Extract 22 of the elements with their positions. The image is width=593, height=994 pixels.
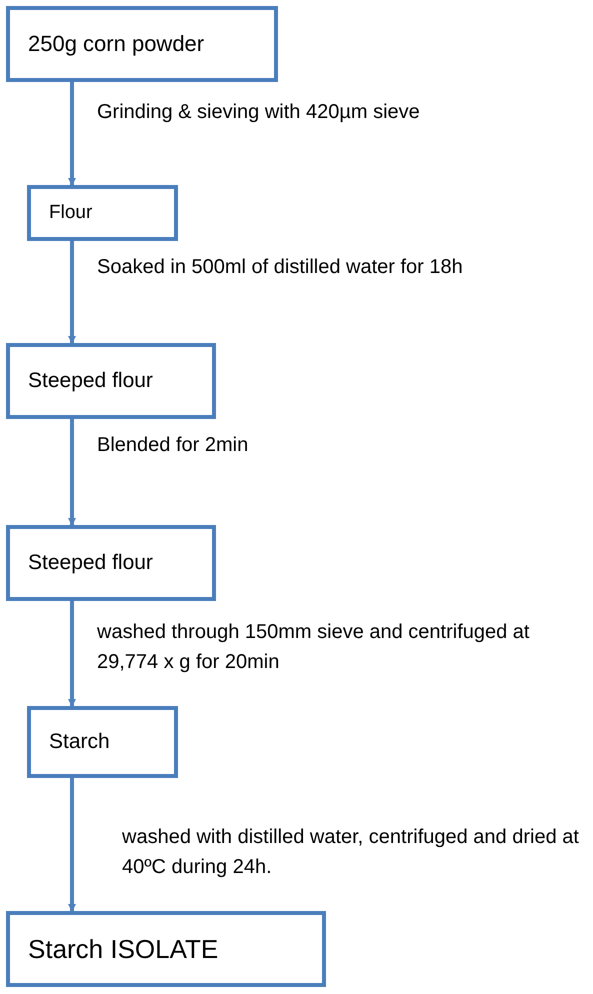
process-box bbox=[6, 343, 216, 419]
process-box bbox=[6, 6, 278, 82]
edge-label: Grinding & sieving with 420µm sieve bbox=[97, 100, 421, 125]
edge-label: Soaked in 500ml of distilled water for 18h bbox=[97, 255, 464, 280]
edge-label: washed through 150mm sieve and centrifuged at 29,774 x g for 20min bbox=[97, 620, 530, 675]
edge-label: washed with distilled water, centrifuged and dried at 40ºC during 24h. bbox=[122, 825, 580, 880]
process-box bbox=[6, 525, 216, 601]
box-label: Starch bbox=[49, 730, 110, 754]
arrow bbox=[68, 601, 76, 707]
process-box bbox=[6, 911, 326, 987]
box-label: Flour bbox=[49, 202, 92, 224]
arrow bbox=[68, 241, 76, 344]
process-box bbox=[27, 185, 178, 241]
process-box bbox=[27, 706, 178, 778]
box-label: Starch ISOLATE bbox=[28, 934, 218, 964]
box-label: Steeped flour bbox=[28, 551, 153, 575]
arrow bbox=[68, 419, 76, 526]
box-label: 250g corn powder bbox=[28, 31, 204, 57]
arrow bbox=[68, 82, 76, 186]
arrow bbox=[68, 778, 76, 912]
edge-label: Blended for 2min bbox=[97, 433, 250, 458]
box-label: Steeped flour bbox=[28, 369, 153, 393]
